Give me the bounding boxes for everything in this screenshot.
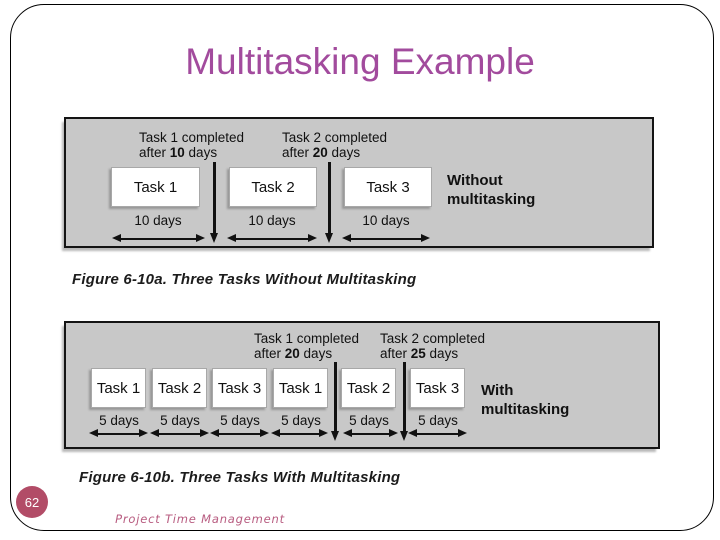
annotation-line1: Task 1 completed xyxy=(139,130,245,145)
annotation-line2-value: 20 xyxy=(284,346,300,361)
task-box-label: Task 1 xyxy=(133,178,178,196)
annotation-line2: after 25 days xyxy=(380,346,485,361)
annotation-line2-post: days xyxy=(327,145,361,160)
duration-label: 10 days xyxy=(134,213,182,228)
task-box: Task 2 xyxy=(152,368,207,408)
figure-b-caption: Figure 6-10b. Three Tasks With Multitask… xyxy=(79,469,401,486)
side-label-line1: With xyxy=(481,382,514,399)
annotation-line2: after 20 days xyxy=(282,145,387,160)
task-box-label: Task 2 xyxy=(157,379,202,397)
task-box-label: Task 2 xyxy=(346,379,391,397)
side-label-line2: multitasking xyxy=(447,191,536,208)
annotation-task1-completed: Task 1 completed after 10 days xyxy=(139,130,244,160)
duration-label: 5 days xyxy=(418,413,458,428)
annotation-line2-pre: after xyxy=(380,346,411,361)
duration-label: 10 days xyxy=(362,213,410,228)
duration-span-arrow xyxy=(112,234,205,243)
slide-border-frame xyxy=(10,4,714,531)
footer-course-title: Project Time Management xyxy=(115,512,285,526)
slide-title: Multitasking Example xyxy=(185,41,535,82)
task-box-label: Task 1 xyxy=(96,379,141,397)
annotation-line1: Task 2 completed xyxy=(282,130,388,145)
annotation-line2-post: days xyxy=(299,346,333,361)
duration-span-arrow xyxy=(227,234,317,243)
duration-span-arrow xyxy=(343,429,398,438)
completion-marker-arrow xyxy=(325,162,334,243)
duration-span-arrow xyxy=(89,429,148,438)
annotation-line2-post: days xyxy=(184,145,218,160)
duration-label: 5 days xyxy=(349,413,389,428)
diagram-with-multitasking: Task 1 completed after 20 days Task 2 co… xyxy=(64,321,660,449)
duration-label: 5 days xyxy=(160,413,200,428)
duration-label: 5 days xyxy=(220,413,260,428)
annotation-task2-completed: Task 2 completed after 20 days xyxy=(282,130,387,160)
figure-a-caption: Figure 6-10a. Three Tasks Without Multit… xyxy=(72,271,417,288)
task-box: Task 3 xyxy=(212,368,267,408)
annotation-task1-completed: Task 1 completed after 20 days xyxy=(254,331,359,361)
duration-span-arrow xyxy=(150,429,209,438)
side-label-with-multitasking: With multitasking xyxy=(481,381,569,419)
duration-label: 10 days xyxy=(248,213,296,228)
completion-marker-arrow xyxy=(331,362,340,441)
annotation-line2-value: 10 xyxy=(169,145,185,160)
task-box: Task 3 xyxy=(410,368,465,408)
annotation-line1: Task 1 completed xyxy=(254,331,360,346)
side-label-line2: multitasking xyxy=(481,401,570,418)
annotation-line2-post: days xyxy=(425,346,459,361)
duration-span-arrow xyxy=(408,429,467,438)
annotation-line2: after 10 days xyxy=(139,145,244,160)
task-box: Task 2 xyxy=(341,368,396,408)
annotation-line2-pre: after xyxy=(254,346,285,361)
duration-span-arrow xyxy=(271,429,328,438)
annotation-line2: after 20 days xyxy=(254,346,359,361)
annotation-line2-value: 20 xyxy=(312,145,328,160)
task-box: Task 1 xyxy=(273,368,328,408)
task-box-label: Task 3 xyxy=(217,379,262,397)
page-number-badge: 62 xyxy=(16,486,48,518)
task-box-label: Task 3 xyxy=(415,379,460,397)
completion-marker-arrow xyxy=(210,162,219,243)
duration-label: 5 days xyxy=(281,413,321,428)
side-label-without-multitasking: Without multitasking xyxy=(447,171,535,209)
task-box-label: Task 3 xyxy=(366,178,410,196)
annotation-line2-value: 25 xyxy=(410,346,426,361)
annotation-line1: Task 2 completed xyxy=(380,331,486,346)
task-box: Task 1 xyxy=(111,167,200,207)
duration-span-arrow xyxy=(210,429,269,438)
page-number: 62 xyxy=(24,494,40,510)
diagram-without-multitasking: Task 1 completed after 10 days Task 2 co… xyxy=(64,117,654,248)
task-box: Task 1 xyxy=(91,368,146,408)
duration-label: 5 days xyxy=(99,413,139,428)
side-label-line1: Without xyxy=(447,172,503,189)
task-box-label: Task 1 xyxy=(278,379,323,397)
duration-span-arrow xyxy=(342,234,430,243)
annotation-line2-pre: after xyxy=(282,145,313,160)
task-box-label: Task 2 xyxy=(251,178,295,196)
task-box: Task 3 xyxy=(344,167,432,207)
task-box: Task 2 xyxy=(229,167,317,207)
annotation-task2-completed: Task 2 completed after 25 days xyxy=(380,331,485,361)
completion-marker-arrow xyxy=(400,362,409,441)
annotation-line2-pre: after xyxy=(139,145,170,160)
